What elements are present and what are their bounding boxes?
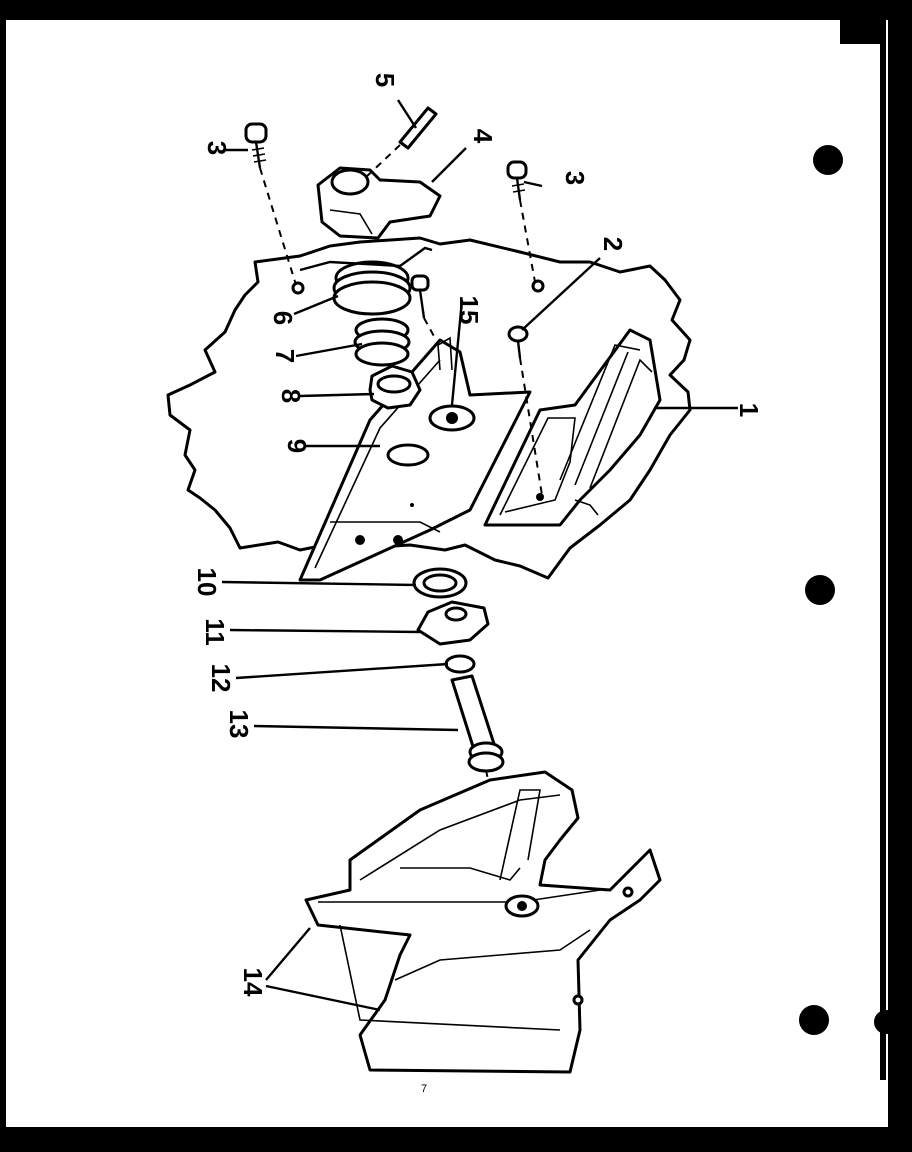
part-11-fitting [416, 600, 490, 646]
part-5-pin [364, 106, 438, 179]
mount-hole-right [531, 279, 545, 293]
punch-holes [799, 145, 898, 1035]
callout-6: 6 [268, 311, 298, 325]
leader-lines [221, 99, 738, 1012]
screw-center [410, 274, 437, 341]
screw-right [506, 160, 536, 283]
part-8-nut [368, 364, 422, 410]
callout-5: 5 [370, 73, 400, 87]
part-12-washer [444, 654, 476, 674]
callout-2: 2 [598, 237, 628, 251]
callout-8: 8 [276, 389, 306, 403]
part-10-ring [412, 567, 468, 599]
callout-15: 15 [454, 296, 484, 325]
part-1-housing [483, 328, 662, 527]
callout-9: 9 [282, 439, 312, 453]
callout-7: 7 [270, 349, 300, 363]
callout-1: 1 [734, 403, 764, 417]
callout-10: 10 [192, 568, 222, 597]
part-14-dispenser [304, 770, 662, 1074]
page-number: 7 [421, 1083, 427, 1095]
part-7-spring [353, 317, 411, 367]
part-4-lever [316, 166, 442, 240]
callout-11: 11 [200, 618, 230, 646]
callout-3-left: 3 [202, 141, 232, 155]
callout-13: 13 [224, 710, 254, 739]
callout-labels: 1 2 3 3 4 5 6 7 8 9 10 11 12 13 14 15 [192, 73, 764, 997]
callout-12: 12 [206, 664, 236, 693]
callout-14: 14 [238, 968, 268, 997]
part-15-washer [428, 336, 476, 432]
mount-hole-left [291, 281, 305, 295]
screw-left [244, 122, 297, 286]
callout-3-right: 3 [560, 171, 590, 185]
callout-4: 4 [468, 129, 498, 144]
